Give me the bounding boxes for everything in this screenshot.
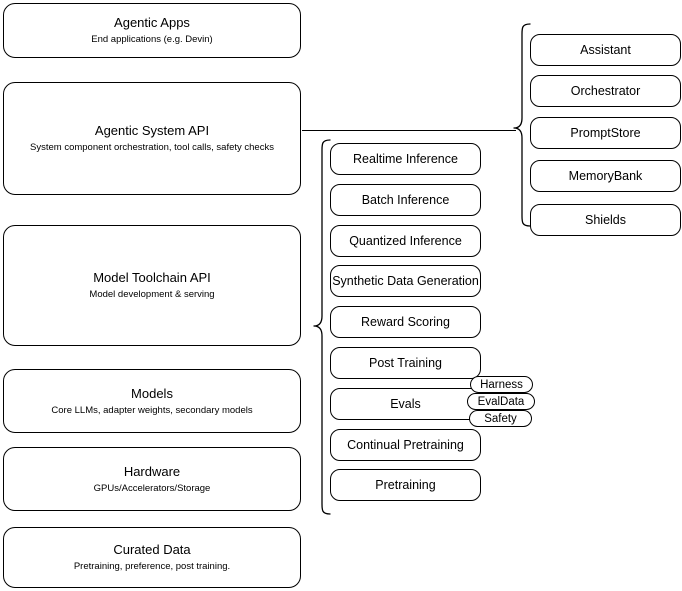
capability-box-post-training[interactable]: Post Training [330,347,481,379]
layer-box-hardware[interactable]: Hardware GPUs/Accelerators/Storage [3,447,301,511]
capability-box-quantized-inference[interactable]: Quantized Inference [330,225,481,257]
brace-system-components [513,23,531,227]
layer-title: Model Toolchain API [93,270,211,285]
component-box-shields[interactable]: Shields [530,204,681,236]
pill-evaldata[interactable]: EvalData [467,393,535,410]
layer-title: Hardware [123,463,181,479]
layer-subtitle: Pretraining, preference, post training. [73,561,231,572]
pill-harness[interactable]: Harness [470,376,533,393]
capability-box-synthetic-data-generation[interactable]: Synthetic Data Generation [330,265,481,297]
capability-box-batch-inference[interactable]: Batch Inference [330,184,481,216]
capability-box-reward-scoring[interactable]: Reward Scoring [330,306,481,338]
layer-subtitle: System component orchestration, tool cal… [30,142,274,153]
layer-subtitle: End applications (e.g. Devin) [91,34,213,45]
component-box-promptstore[interactable]: PromptStore [530,117,681,149]
capability-box-continual-pretraining[interactable]: Continual Pretraining [330,429,481,461]
connector-system-api-to-components [302,130,516,132]
layer-subtitle: Core LLMs, adapter weights, secondary mo… [51,404,253,416]
layer-box-curated-data[interactable]: Curated Data Pretraining, preference, po… [3,527,301,588]
brace-toolchain-capabilities [313,139,331,515]
layer-box-agentic-apps[interactable]: Agentic Apps End applications (e.g. Devi… [3,3,301,58]
layer-title: Agentic Apps [114,15,190,30]
component-box-memorybank[interactable]: MemoryBank [530,160,681,192]
capability-box-evals[interactable]: Evals [330,388,481,420]
pill-safety[interactable]: Safety [469,410,532,427]
layer-box-models[interactable]: Models Core LLMs, adapter weights, secon… [3,369,301,433]
component-box-assistant[interactable]: Assistant [530,34,681,66]
layer-subtitle: Model development & serving [89,289,215,300]
layer-box-agentic-system-api[interactable]: Agentic System API System component orch… [3,82,301,195]
component-box-orchestrator[interactable]: Orchestrator [530,75,681,107]
layer-title: Models [131,385,173,401]
layer-subtitle: GPUs/Accelerators/Storage [93,482,211,494]
capability-box-realtime-inference[interactable]: Realtime Inference [330,143,481,175]
layer-box-model-toolchain-api[interactable]: Model Toolchain API Model development & … [3,225,301,346]
layer-title: Curated Data [113,542,191,557]
capability-box-pretraining[interactable]: Pretraining [330,469,481,501]
layer-title: Agentic System API [94,123,210,138]
